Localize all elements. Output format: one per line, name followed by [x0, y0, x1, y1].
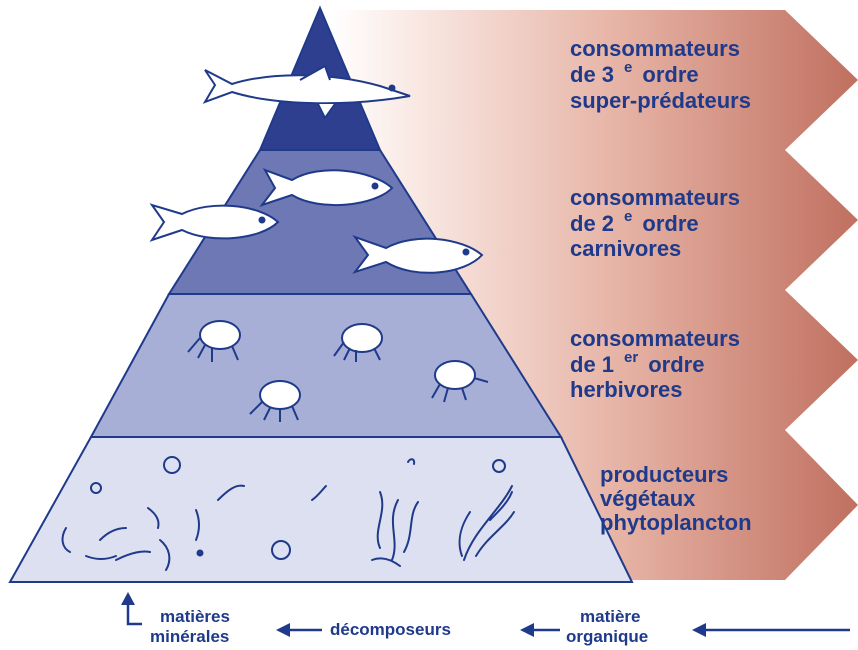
arrow-left-icon: [276, 623, 290, 637]
arrow-up-icon: [121, 592, 135, 605]
svg-text:végétaux: végétaux: [600, 486, 696, 511]
pyramid-level-base: [10, 437, 632, 582]
svg-text:herbivores: herbivores: [570, 377, 683, 402]
arrow-line: [128, 602, 142, 624]
svg-text:producteurs: producteurs: [600, 462, 728, 487]
svg-text:phytoplancton: phytoplancton: [600, 510, 752, 535]
matiere-organique-label: matière: [580, 607, 640, 626]
arrow-left-icon: [692, 623, 706, 637]
svg-text:consommateurs: consommateurs: [570, 326, 740, 351]
svg-text:consommateurs: consommateurs: [570, 185, 740, 210]
svg-text:carnivores: carnivores: [570, 236, 681, 261]
svg-text:super-prédateurs: super-prédateurs: [570, 88, 751, 113]
svg-text:consommateurs: consommateurs: [570, 36, 740, 61]
decomposeurs-label: décomposeurs: [330, 620, 451, 639]
matieres-minerales-label: matières: [160, 607, 230, 626]
decomposition-cycle: matière organique décomposeurs matières …: [121, 592, 850, 646]
arrow-left-icon: [520, 623, 534, 637]
svg-text:organique: organique: [566, 627, 648, 646]
svg-text:minérales: minérales: [150, 627, 229, 646]
